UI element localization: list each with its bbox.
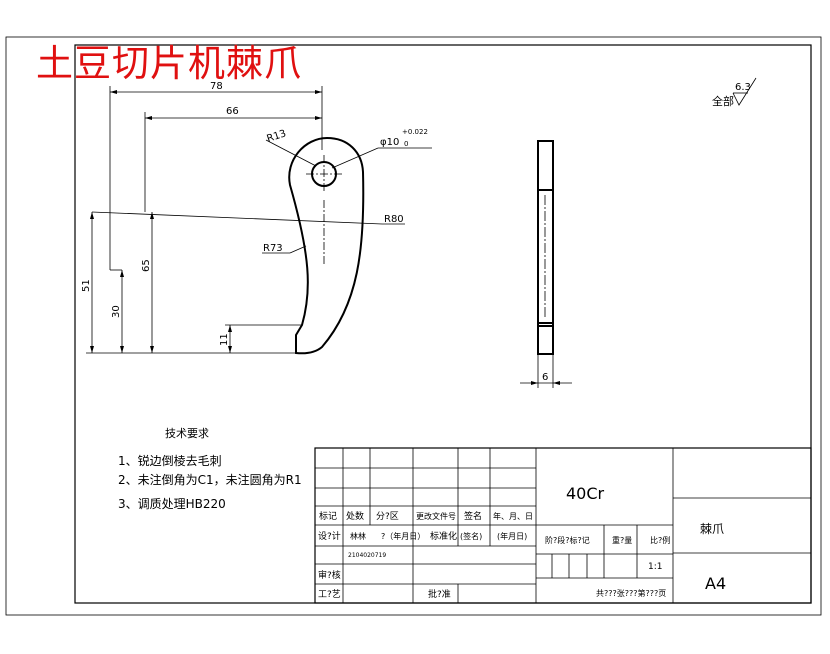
svg-text:(年月日): (年月日) bbox=[497, 531, 527, 541]
svg-text:标准化: 标准化 bbox=[430, 530, 457, 542]
dim-51: 51 bbox=[81, 212, 296, 354]
svg-text:R80: R80 bbox=[384, 214, 404, 225]
svg-text:林林: 林林 bbox=[350, 531, 366, 541]
svg-text:66: 66 bbox=[226, 106, 239, 117]
svg-text:A4: A4 bbox=[705, 574, 726, 593]
svg-text:签名: 签名 bbox=[464, 510, 482, 522]
svg-text:65: 65 bbox=[141, 259, 152, 272]
svg-text:更改文件号: 更改文件号 bbox=[416, 511, 456, 521]
svg-text:重?量: 重?量 bbox=[612, 535, 632, 545]
part-outline bbox=[288, 136, 365, 355]
svg-text:年、月、日: 年、月、日 bbox=[493, 511, 533, 521]
svg-text:R73: R73 bbox=[263, 243, 283, 254]
tech-requirements: 技术要求 1、锐边倒棱去毛刺 2、未注倒角为C1，未注圆角为R1 3、调质处理H… bbox=[118, 427, 302, 511]
svg-text:6: 6 bbox=[542, 372, 548, 383]
svg-text:11: 11 bbox=[219, 333, 230, 346]
svg-text:40Cr: 40Cr bbox=[566, 484, 605, 503]
svg-text:2104020719: 2104020719 bbox=[348, 552, 386, 559]
svg-text:?（年月日）: ?（年月日） bbox=[381, 531, 425, 541]
svg-text:共???张???第???页: 共???张???第???页 bbox=[596, 588, 666, 598]
svg-text:比?例: 比?例 bbox=[650, 535, 670, 545]
svg-text:处数: 处数 bbox=[346, 510, 364, 522]
dim-r13: R13 bbox=[266, 128, 317, 167]
dim-r73: R73 bbox=[262, 243, 307, 254]
side-view: 6 bbox=[520, 140, 572, 388]
svg-text:标记: 标记 bbox=[319, 510, 337, 522]
svg-text:(签名): (签名) bbox=[460, 531, 482, 541]
svg-text:批?准: 批?准 bbox=[428, 588, 451, 600]
dim-78: 78 bbox=[109, 81, 323, 270]
svg-text:1:1: 1:1 bbox=[648, 562, 662, 572]
dim-65: 65 bbox=[141, 212, 154, 353]
svg-text:6.3: 6.3 bbox=[735, 82, 751, 93]
svg-text:2、未注倒角为C1，未注圆角为R1: 2、未注倒角为C1，未注圆角为R1 bbox=[118, 472, 302, 487]
svg-text:全部: 全部 bbox=[712, 94, 734, 108]
svg-text:78: 78 bbox=[210, 81, 223, 92]
svg-text:51: 51 bbox=[81, 279, 92, 292]
dim-11: 11 bbox=[219, 324, 302, 353]
svg-text:0: 0 bbox=[404, 140, 408, 148]
svg-text:3、调质处理HB220: 3、调质处理HB220 bbox=[118, 497, 226, 511]
svg-text:设?计: 设?计 bbox=[318, 530, 341, 542]
dim-30: 30 bbox=[110, 269, 124, 353]
svg-text:分?区: 分?区 bbox=[376, 511, 399, 522]
dim-r80: R80 bbox=[91, 211, 405, 225]
svg-text:30: 30 bbox=[111, 305, 122, 318]
title-block: 标记 处数 分?区 更改文件号 签名 年、月、日 设?计 林林 ?（年月日） 标… bbox=[314, 447, 812, 604]
svg-text:φ10: φ10 bbox=[380, 137, 399, 148]
svg-text:+0.022: +0.022 bbox=[402, 128, 428, 136]
drawing-title: 土豆切片机棘爪 bbox=[36, 42, 302, 85]
dim-66: 66 bbox=[144, 106, 322, 212]
svg-text:审?核: 审?核 bbox=[318, 569, 341, 581]
svg-text:阶?段?标?记: 阶?段?标?记 bbox=[545, 535, 590, 545]
svg-text:工?艺: 工?艺 bbox=[318, 589, 341, 600]
roughness-symbol: 全部 6.3 bbox=[712, 77, 757, 108]
svg-text:1、锐边倒棱去毛刺: 1、锐边倒棱去毛刺 bbox=[118, 453, 222, 468]
svg-text:棘爪: 棘爪 bbox=[700, 522, 724, 536]
svg-text:R13: R13 bbox=[266, 128, 288, 145]
outer-border bbox=[5, 36, 822, 616]
dim-hole: φ10 +0.022 0 bbox=[331, 128, 432, 169]
svg-text:技术要求: 技术要求 bbox=[165, 427, 209, 440]
